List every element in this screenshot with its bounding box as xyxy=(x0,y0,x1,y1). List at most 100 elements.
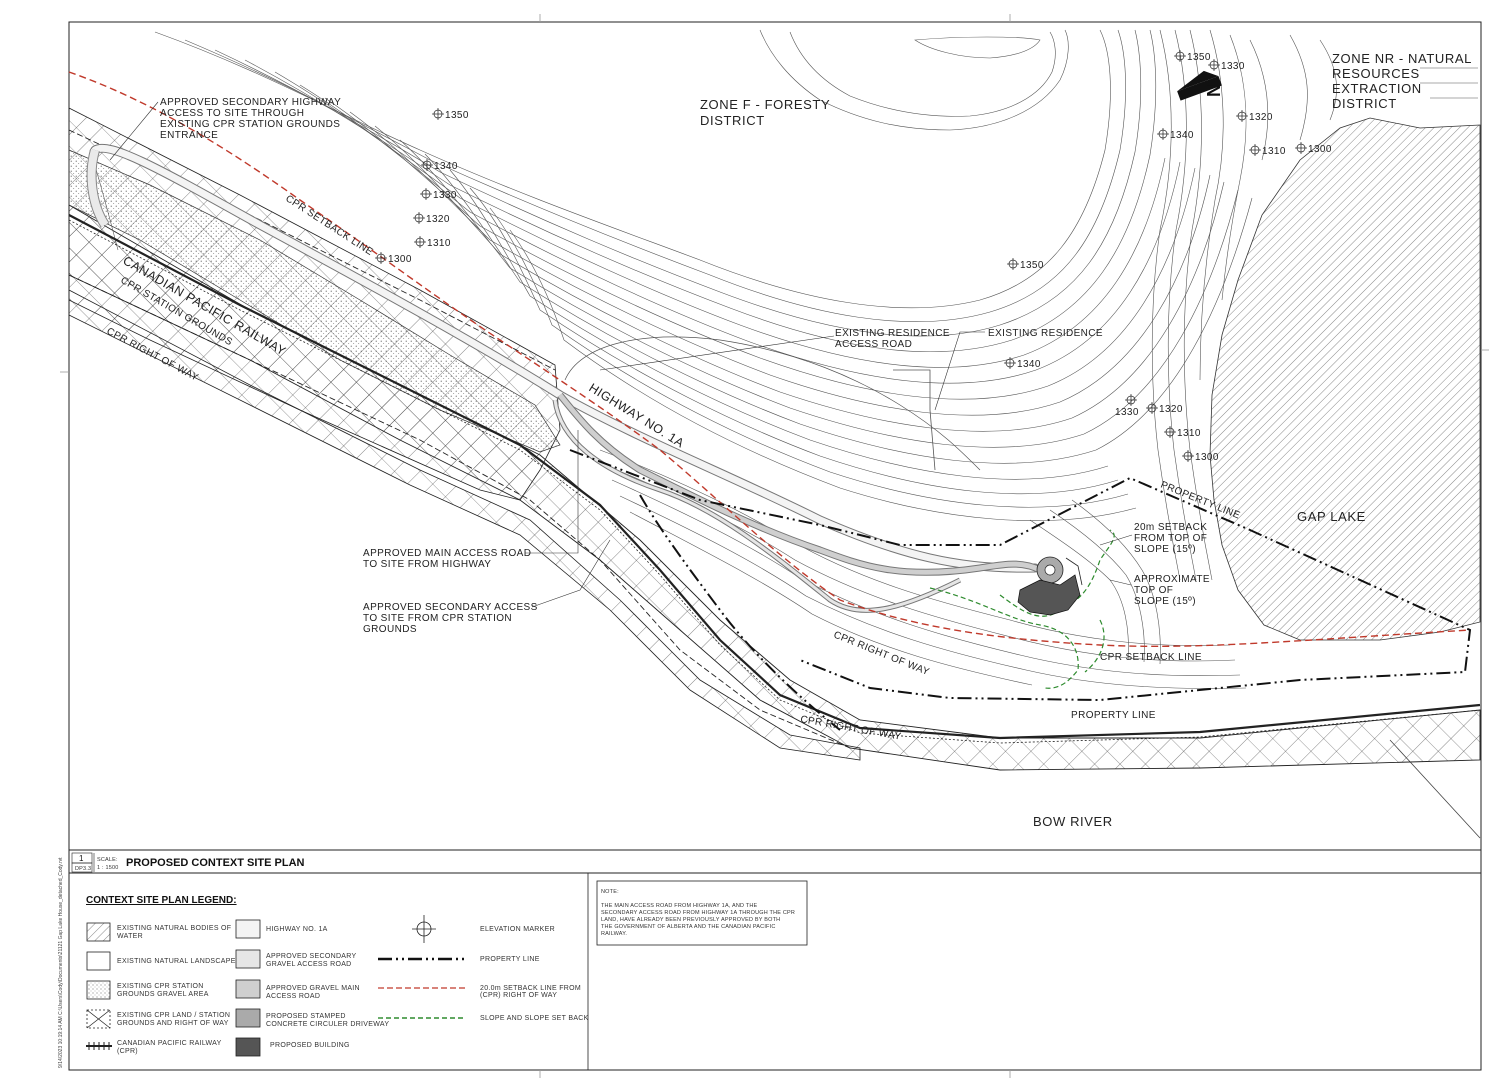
elevation-marker: 1320 xyxy=(1146,402,1183,415)
slope-setback-line xyxy=(929,587,1079,689)
elevation-value: 1300 xyxy=(1195,452,1219,463)
elevation-marker: 1300 xyxy=(1295,142,1332,155)
elevation-marker: 1350 xyxy=(1174,50,1210,63)
row-mid-label: CPR RIGHT OF WAY xyxy=(832,630,931,679)
cpr-setback-line xyxy=(68,71,1471,648)
svg-text:RAILWAY.: RAILWAY. xyxy=(601,931,627,937)
elevation-value: 1300 xyxy=(1308,144,1332,155)
legend: CONTEXT SITE PLAN LEGEND: EXISTING NATUR… xyxy=(86,895,589,1057)
legend-title: CONTEXT SITE PLAN LEGEND: xyxy=(86,895,237,906)
svg-text:EXISTING RESIDENCE: EXISTING RESIDENCE xyxy=(988,328,1103,339)
sheet-border xyxy=(68,21,1482,1071)
elevation-value: 1320 xyxy=(1249,112,1273,123)
note-box: NOTE: THE MAIN ACCESS ROAD FROM HIGHWAY … xyxy=(596,880,808,946)
legend-swatch-driveway xyxy=(235,1008,261,1028)
svg-text:APPROVED SECONDARY ACCESS: APPROVED SECONDARY ACCESS xyxy=(363,602,538,613)
elevation-value: 1340 xyxy=(1170,130,1194,141)
svg-text:APPROVED SECONDARY HIGHWAY: APPROVED SECONDARY HIGHWAY xyxy=(160,97,341,108)
elevation-value: 1350 xyxy=(1020,260,1044,271)
elevation-marker: 1350 xyxy=(432,108,469,121)
legend-swatch-elevation-marker xyxy=(412,915,436,943)
svg-text:LAND, HAVE ALREADY BEEN PREVIO: LAND, HAVE ALREADY BEEN PREVIOUSLY APPRO… xyxy=(601,917,780,923)
svg-text:ACCESS ROAD: ACCESS ROAD xyxy=(835,339,912,350)
bow-river-label: BOW RIVER xyxy=(1033,814,1113,829)
legend-swatch-railway xyxy=(86,1042,112,1050)
zone-f-label: ZONE F - FORESTY xyxy=(700,97,830,112)
svg-text:GROUNDS: GROUNDS xyxy=(363,624,417,635)
zone-nr-label: ZONE NR - NATURAL xyxy=(1332,51,1472,66)
drawing-title: PROPOSED CONTEXT SITE PLAN xyxy=(126,857,305,869)
svg-text:SLOPE (15º): SLOPE (15º) xyxy=(1134,596,1196,607)
elevation-marker: 1320 xyxy=(1236,110,1273,123)
svg-text:GRAVEL ACCESS ROAD: GRAVEL ACCESS ROAD xyxy=(266,961,352,968)
elevation-marker: 1310 xyxy=(414,236,451,249)
svg-text:PROPERTY LINE: PROPERTY LINE xyxy=(480,956,540,963)
elevation-value: 1310 xyxy=(427,238,451,249)
legend-swatch-highway xyxy=(235,919,261,939)
elevation-value: 1350 xyxy=(445,110,469,121)
zone-nr-label-3: EXTRACTION xyxy=(1332,81,1422,96)
svg-text:FROM TOP OF: FROM TOP OF xyxy=(1134,533,1207,544)
station-gravel-area xyxy=(68,149,561,453)
legend-swatch-landscape xyxy=(86,951,111,971)
elevation-value: 1330 xyxy=(433,190,457,201)
contour-lines xyxy=(154,29,1337,581)
legend-swatch-main-road xyxy=(235,979,261,999)
legend-swatch-water xyxy=(86,922,111,942)
callout-residence: EXISTING RESIDENCE xyxy=(934,328,1103,411)
callout-secondary-access: APPROVED SECONDARY ACCESS TO SITE FROM C… xyxy=(363,539,611,635)
gap-lake-label: GAP LAKE xyxy=(1297,509,1366,524)
scale-label: SCALE: xyxy=(97,857,118,863)
svg-text:EXISTING CPR STATION GROUNDS: EXISTING CPR STATION GROUNDS xyxy=(160,119,340,130)
callout-secondary-highway-access: APPROVED SECONDARY HIGHWAY ACCESS TO SIT… xyxy=(109,97,341,161)
elevation-markers: 1350 1340 1330 1320 1310 1300 1350 1340 … xyxy=(375,50,1332,463)
svg-text:ACCESS ROAD: ACCESS ROAD xyxy=(266,993,320,1000)
file-stamp: 9/14/2023 10:19:14 AM C:\Users\Cody\Docu… xyxy=(58,857,64,1068)
callout-main-access-road: APPROVED MAIN ACCESS ROAD TO SITE FROM H… xyxy=(363,430,579,570)
svg-text:HIGHWAY NO. 1A: HIGHWAY NO. 1A xyxy=(266,926,328,933)
elevation-marker: 1300 xyxy=(375,252,411,265)
svg-text:EXISTING RESIDENCE: EXISTING RESIDENCE xyxy=(835,328,950,339)
svg-text:CANADIAN PACIFIC RAILWAY: CANADIAN PACIFIC RAILWAY xyxy=(117,1040,222,1047)
svg-text:EXISTING NATURAL LANDSCAPE: EXISTING NATURAL LANDSCAPE xyxy=(117,958,236,965)
elevation-value: 1330 xyxy=(1221,61,1245,72)
svg-text:TO SITE FROM HIGHWAY: TO SITE FROM HIGHWAY xyxy=(363,559,491,570)
svg-text:ELEVATION MARKER: ELEVATION MARKER xyxy=(480,926,555,933)
elevation-marker: 1320 xyxy=(413,212,449,225)
elevation-marker: 1350 xyxy=(1007,258,1044,271)
legend-swatch-gravel xyxy=(86,980,111,1000)
north-arrow-label: N xyxy=(1204,84,1224,97)
elevation-marker: 1300 xyxy=(1182,450,1219,463)
elevation-marker: 1340 xyxy=(1157,128,1194,141)
callout-setback-20m: 20m SETBACK FROM TOP OF SLOPE (15º) xyxy=(1099,522,1207,555)
note-heading: NOTE: xyxy=(601,889,619,895)
proposed-building xyxy=(1017,556,1083,616)
elevation-marker: 1330 xyxy=(1115,394,1138,418)
svg-text:PROPOSED BUILDING: PROPOSED BUILDING xyxy=(270,1042,350,1049)
svg-text:EXISTING NATURAL BODIES OF: EXISTING NATURAL BODIES OF xyxy=(117,925,231,932)
drawing-number: 1 xyxy=(79,854,84,863)
elevation-marker: 1340 xyxy=(1004,357,1040,370)
gap-lake-water xyxy=(1209,117,1481,641)
svg-text:GROUNDS GRAVEL AREA: GROUNDS GRAVEL AREA xyxy=(117,991,209,998)
zone-f-label-2: DISTRICT xyxy=(700,113,765,128)
elevation-value: 1320 xyxy=(1159,404,1183,415)
svg-text:THE GOVERNMENT OF ALBERTA AND: THE GOVERNMENT OF ALBERTA AND THE CANADI… xyxy=(601,924,776,930)
svg-text:GROUNDS AND RIGHT OF WAY: GROUNDS AND RIGHT OF WAY xyxy=(117,1020,229,1027)
elevation-marker: 1310 xyxy=(1164,426,1200,439)
svg-text:ACCESS TO SITE THROUGH: ACCESS TO SITE THROUGH xyxy=(160,108,304,119)
svg-text:TOP OF: TOP OF xyxy=(1134,585,1173,596)
svg-text:SLOPE AND SLOPE SET BACK: SLOPE AND SLOPE SET BACK xyxy=(480,1015,589,1022)
legend-swatch-building xyxy=(235,1037,261,1057)
svg-text:CONCRETE CIRCULER DRIVEWAY: CONCRETE CIRCULER DRIVEWAY xyxy=(266,1021,389,1028)
svg-text:TO SITE FROM CPR STATION: TO SITE FROM CPR STATION xyxy=(363,613,512,624)
railway-track xyxy=(68,214,1481,740)
svg-text:ENTRANCE: ENTRANCE xyxy=(160,130,218,141)
cpr-setback-label-bottom: CPR SETBACK LINE xyxy=(1100,652,1202,663)
svg-text:20.0m SETBACK LINE FROM: 20.0m SETBACK LINE FROM xyxy=(480,985,581,992)
svg-text:SECONDARY ACCESS ROAD FROM HIG: SECONDARY ACCESS ROAD FROM HIGHWAY 1A TH… xyxy=(601,910,795,916)
elevation-value: 1340 xyxy=(434,161,458,172)
elevation-marker: 1340 xyxy=(421,159,458,172)
